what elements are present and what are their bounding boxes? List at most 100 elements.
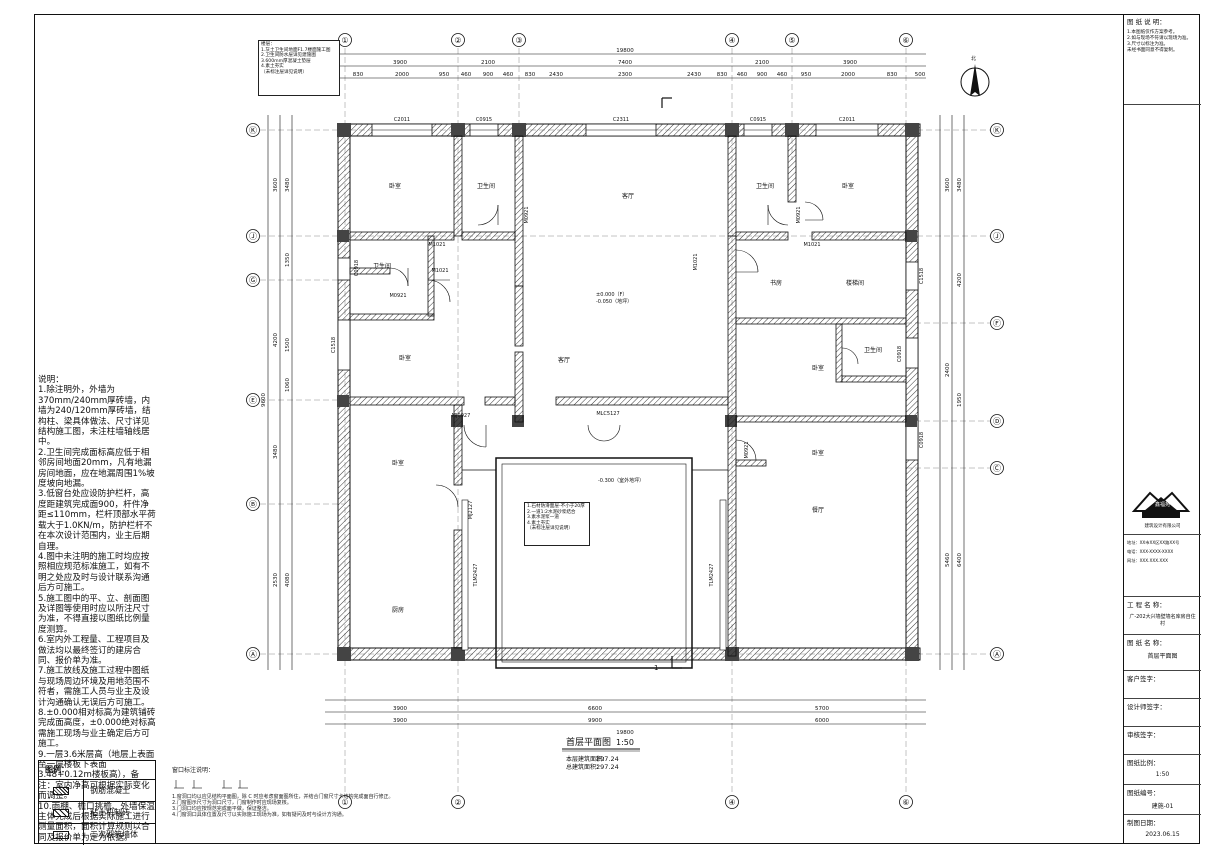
dim-right-3: 4200 [957, 273, 963, 287]
legend-label-brick: 粘土机制砖 [90, 808, 130, 817]
callout2-line-4: 4.素土夯实 [527, 520, 550, 526]
section-number: 1 [654, 664, 658, 672]
grid-bubble-labels: ① ② ③ ④ ⑤ ⑥ ① ② ④ ⑥ Ⓚ Ⓙ Ⓖ Ⓔ Ⓑ Ⓐ Ⓚ Ⓙ Ⓕ Ⓓ … [249, 36, 1001, 807]
tb-sign-client-label: 客户签字： [1127, 675, 1160, 683]
dim-top-d17: 2000 [841, 72, 855, 78]
partition-swatch-icon [53, 830, 69, 839]
courtyard [495, 457, 693, 669]
opening-note-2: 2.门窗图示尺寸为洞口尺寸，门窗制作时应现场复核。 [172, 800, 292, 806]
door-swings [389, 201, 859, 508]
callout-line-5: 4.素土夯实 [261, 64, 284, 70]
dim-top-d2: 830 [353, 72, 364, 78]
dim-top-d5: 460 [461, 72, 472, 78]
room-bedroom-1: 卧室 [389, 182, 401, 190]
callout2-line-5: （未标注层详见说明） [527, 526, 573, 532]
title-block: 图 纸 说 明： 1.本图纸仅作方案参考。 2.如与现场不符请以现场为准。 3.… [1123, 14, 1201, 844]
tb-drawing-label: 图 纸 名 称： [1127, 639, 1166, 647]
callout-line-1: 楼层： [261, 42, 275, 47]
level-marks: ±0.000（F） -0.050（地坪） -0.300（室外地坪） 1 [596, 292, 658, 672]
exterior-walls [337, 123, 921, 661]
door-code-13: M0921 [744, 441, 750, 458]
grid-label-right-d: Ⓓ [993, 417, 1001, 426]
grid-label-left-e: Ⓔ [249, 396, 257, 405]
tb-project: 工 程 名 称： 广-202大兴墙壁墙名库房自住村 [1124, 596, 1201, 634]
section-marks [661, 97, 682, 669]
area-built-label: 本层建筑面积： [566, 755, 608, 763]
dim-top-d7: 460 [503, 72, 514, 78]
dimension-lines [267, 53, 965, 725]
legend-title: 图例： [39, 761, 155, 780]
courtyard-finish-callout: 1.石材防滑面层-不小于20厚 2.一道1:2水泥砂浆结合 3.素水泥浆一道 4… [524, 502, 590, 546]
tb-project-value: 广-202大兴墙壁墙名库房自住村 [1129, 614, 1196, 627]
area-total-label: 总建筑面积： [566, 763, 602, 771]
tb-number-label: 图纸编号： [1127, 789, 1160, 797]
dim-top-d9: 2430 [549, 72, 563, 78]
room-kitchen: 厨房 [392, 606, 404, 614]
dim-left-9: 2530 [273, 573, 279, 587]
grid-label-top-1: ① [341, 36, 348, 45]
note-10: 10.雨棚、檐口挑檐、外墙保温主体完成后根据实际施工进行测量面积，面积计算规则以… [38, 801, 155, 843]
note-2: 2.卫生间完成面标高应低于相邻房间地面20mm，凡有地漏房间地面，应在地漏周围1… [38, 447, 155, 490]
window-code-4: C0915 [750, 117, 766, 123]
tb-sign-designer-label: 设计师签字： [1127, 703, 1166, 711]
room-bedroom-5: 卧室 [392, 459, 404, 467]
structural-columns [337, 123, 919, 661]
company-name: 鑫福苑 [1154, 502, 1170, 508]
grid-label-right-k: Ⓚ [993, 126, 1001, 135]
level-main: ±0.000（F） [596, 292, 627, 298]
tb-design-note-4: 未经书面同意不得复制。 [1127, 48, 1178, 53]
floor-finish-callout: 楼层： 1.灰土卫生间地面F1.7楼面施工图 2.卫生间防水层详见建施图 3.6… [258, 40, 340, 96]
legend: 图例： 钢筋混凝土 粘土机制砖 二次砌筑墙体 [38, 760, 156, 845]
dim-bottom-axis-1: 3900 [393, 718, 407, 724]
dim-top-d14: 900 [757, 72, 768, 78]
callout-line-2: 1.灰土卫生间地面F1.7楼面施工图 [261, 47, 331, 53]
tb-sign-review: 审核签字： [1124, 726, 1201, 754]
room-bedroom-6: 卧室 [812, 449, 824, 457]
door-code-11: TLM2427 [709, 564, 715, 588]
dim-right-7: 6400 [957, 553, 963, 567]
area-total-value: 297.24 [596, 763, 619, 771]
tb-drawing-name: 图 纸 名 称： 首层平面图 [1124, 634, 1201, 670]
note-1: 1.除注明外，外墙为370mm/240mm厚砖墙，内墙为240/120mm厚砖墙… [38, 385, 151, 448]
dim-bottom-d3: 5700 [815, 706, 829, 712]
dim-top-d12: 830 [717, 72, 728, 78]
dim-left-1: 3600 [273, 178, 279, 192]
grid-label-left-a: Ⓐ [249, 650, 257, 659]
drawing-frame [34, 14, 1200, 844]
interior-walls [349, 135, 907, 657]
dim-top-axis-5: 3900 [843, 60, 857, 66]
dim-top-d19: 500 [915, 72, 926, 78]
legend-label-concrete: 钢筋混凝土 [90, 786, 130, 795]
tb-drawing-value: 首层平面图 [1147, 653, 1178, 660]
tb-info-3: 网址：XXX.XXX.XXX [1127, 558, 1169, 563]
window-code-5: C2011 [839, 117, 855, 123]
grid-label-left-j: Ⓙ [249, 232, 257, 241]
courtyard-inner [501, 463, 687, 663]
callout2-line-3: 3.素水泥浆一道 [527, 515, 559, 521]
tb-design-note-1: 1.本图纸仅作方案参考。 [1127, 30, 1178, 35]
room-bedroom-2: 卧室 [842, 182, 854, 190]
door-code-9: MJ0927 [452, 413, 471, 419]
dim-bottom-total: 19800 [616, 730, 634, 736]
window-code-8: C1518 [919, 268, 925, 284]
room-labels: 卧室 卫生间 客厅 卫生间 卧室 卫生间 卧室 客厅 书房 楼梯间 卫生间 卧室… [373, 182, 882, 614]
dim-top-d6: 900 [483, 72, 494, 78]
plan-scale: 1:50 [616, 738, 634, 747]
legend-item-brick: 粘土机制砖 [39, 802, 155, 824]
grid-label-top-3: ③ [515, 36, 522, 45]
grid-label-top-5: ⑤ [788, 36, 795, 45]
callout-line-3: 2.卫生间防水层详见建施图 [261, 53, 316, 59]
tb-design-note-2: 2.如与现场不符请以现场为准。 [1127, 36, 1192, 41]
grid-label-right-f: Ⓕ [993, 319, 1001, 328]
grid-label-bottom-4: ④ [728, 798, 735, 807]
grid-label-right-j: Ⓙ [993, 232, 1001, 241]
room-study: 书房 [770, 279, 782, 287]
dim-left-2: 3480 [285, 178, 291, 192]
plan-title: 首层平面图 [566, 736, 611, 748]
door-code-5: M0921 [524, 206, 530, 223]
window-code-3: C2311 [613, 117, 629, 123]
opening-notes: 窗口标注说明： 1.窗洞口均以应见结构平面图，除 C 时应考虑窗面图所住，并结合… [172, 768, 472, 819]
dim-top-d3: 2000 [395, 72, 409, 78]
tb-number: 图纸编号： 建施-01 [1124, 784, 1201, 814]
